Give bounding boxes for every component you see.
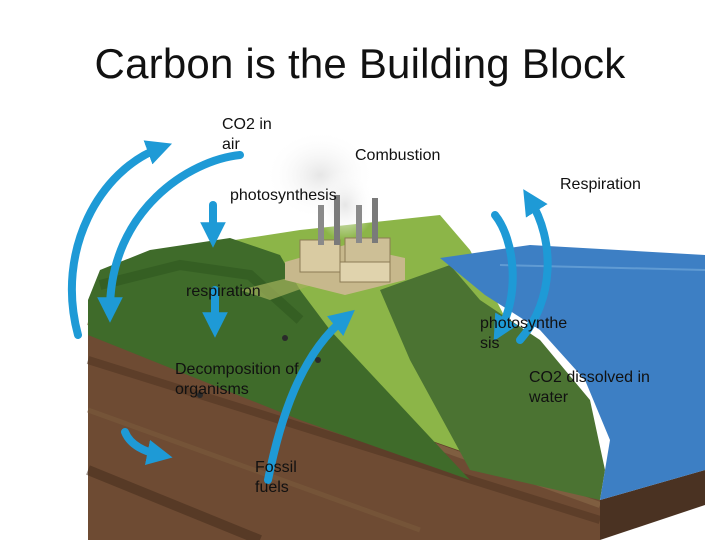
arrow-water-respiration: [516, 189, 552, 344]
label-combustion: Combustion: [355, 147, 441, 164]
forest-right: [380, 265, 605, 500]
label-decomposition: Decomposition of organisms: [175, 361, 299, 398]
page-title: Carbon is the Building Block: [94, 40, 626, 87]
label-respiration-right: Respiration: [560, 176, 641, 193]
arrow-air-to-forest: [97, 151, 244, 323]
power-plant: [285, 195, 405, 295]
arrow-respiration-to-air: [67, 140, 173, 339]
forest-left: [88, 238, 470, 480]
label-co2-air: CO2 in air: [222, 116, 272, 153]
ocean: [440, 245, 705, 500]
label-co2-water: CO2 dissolved in water: [529, 369, 650, 406]
arrow-to-soil: [121, 428, 173, 466]
arrow-fossil-fuels-up: [264, 309, 355, 484]
label-fossil-fuels: Fossil fuels: [255, 459, 297, 496]
label-photosynthesis-left: photosynthesis: [230, 187, 337, 204]
cliff-face: [600, 470, 705, 540]
label-respiration-left: respiration: [186, 283, 261, 300]
arrow-air-to-water: [491, 211, 518, 342]
label-photosynthesis-right: photosynthe sis: [480, 315, 568, 352]
